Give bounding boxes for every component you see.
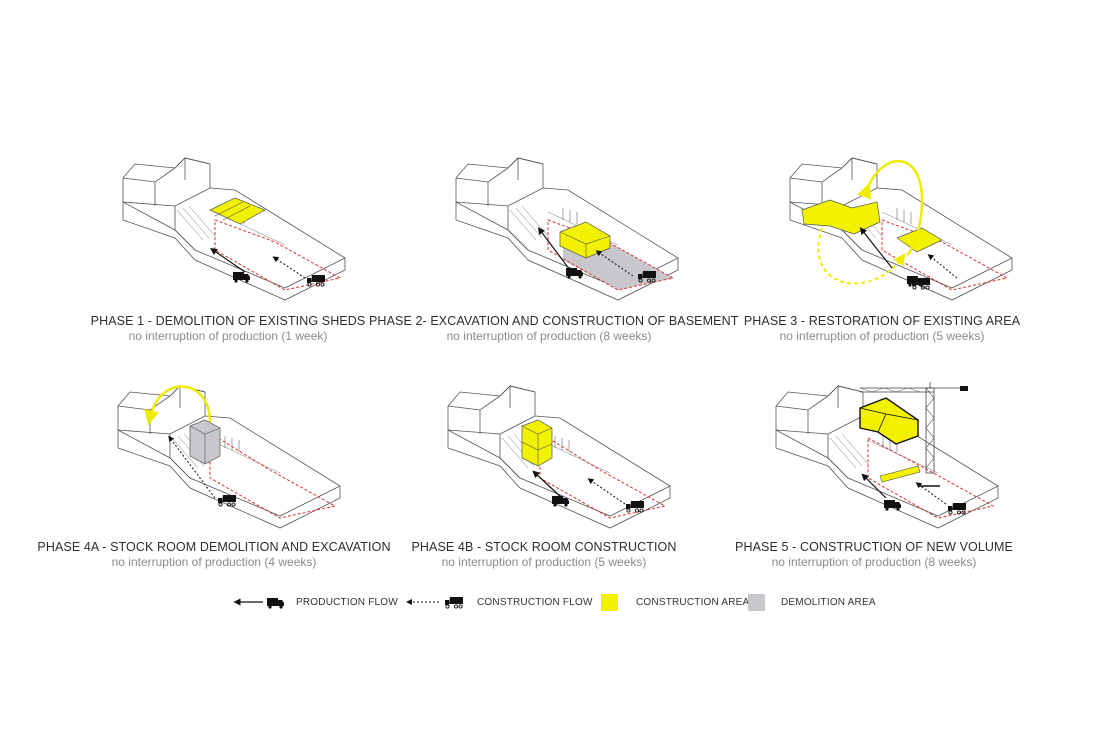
phase-4a-drawing (117, 385, 341, 529)
construction-area (521, 419, 553, 467)
construction-area (801, 199, 881, 235)
phase-1-caption: PHASE 1 - DEMOLITION OF EXISTING SHEDS n… (48, 314, 408, 343)
material-flow-arrow (144, 385, 212, 426)
material-flow-arrow (817, 227, 906, 285)
phase-3-caption: PHASE 3 - RESTORATION OF EXISTING AREA n… (702, 314, 1062, 343)
production-flow-icon (233, 598, 284, 609)
site-boundary (867, 437, 995, 519)
construction-area (859, 397, 919, 445)
phase-5-caption: PHASE 5 - CONSTRUCTION OF NEW VOLUME no … (694, 540, 1054, 569)
phase-title: PHASE 3 - RESTORATION OF EXISTING AREA (743, 314, 1021, 328)
phase-5-diagram (768, 378, 1008, 529)
production-flow-arrow (532, 470, 563, 499)
phase-title: PHASE 4B - STOCK ROOM CONSTRUCTION (411, 540, 677, 554)
legend-label: PRODUCTION FLOW (296, 596, 398, 608)
site-boundary (881, 219, 1009, 291)
legend: PRODUCTION FLOW CONSTRUCTION FLOW CONSTR… (0, 590, 1100, 614)
construction-area (896, 227, 943, 253)
legend-construction-area: CONSTRUCTION AREA (601, 590, 749, 614)
phase-2-caption: PHASE 2- EXCAVATION AND CONSTRUCTION OF … (369, 314, 739, 343)
phase-subtitle: no interruption of production (1 week) (128, 329, 328, 343)
phase-3-diagram (782, 150, 1022, 301)
site-boundary (214, 219, 342, 291)
legend-label: CONSTRUCTION AREA (636, 596, 750, 608)
construction-flow-arrow (927, 254, 958, 279)
construction-area (209, 197, 266, 225)
demolition-area-swatch (748, 593, 765, 611)
phase-subtitle: no interruption of production (5 weeks) (441, 555, 647, 569)
phase-4a-diagram (110, 378, 350, 529)
phase-title: PHASE 2- EXCAVATION AND CONSTRUCTION OF … (369, 314, 739, 328)
construction-flow-arrow (915, 482, 947, 505)
phase-1-drawing (122, 157, 346, 301)
construction-area-swatch (601, 593, 618, 611)
production-flow-arrow (210, 247, 246, 273)
site-model (117, 385, 341, 529)
legend-construction-flow: CONSTRUCTION FLOW (405, 590, 593, 614)
legend-label: DEMOLITION AREA (781, 596, 876, 608)
phase-subtitle: no interruption of production (8 weeks) (446, 329, 652, 343)
construction-flow-arrow (587, 478, 626, 505)
production-flow-arrow (859, 227, 893, 269)
construction-flow-icon (406, 596, 464, 609)
legend-label: CONSTRUCTION FLOW (477, 596, 593, 608)
production-flow-arrow (861, 473, 887, 499)
construction-area (559, 221, 611, 259)
production-flow-arrow (537, 227, 571, 271)
phase-4b-diagram (440, 378, 680, 529)
legend-production-flow: PRODUCTION FLOW (233, 590, 398, 614)
site-boundary (547, 219, 675, 291)
site-model (789, 157, 1013, 301)
phase-title: PHASE 5 - CONSTRUCTION OF NEW VOLUME (735, 540, 1013, 554)
phase-3-drawing (789, 157, 1013, 301)
material-flow-arrow (857, 160, 924, 256)
construction-flow-arrow (595, 250, 634, 277)
phase-subtitle: no interruption of production (5 weeks) (779, 329, 985, 343)
phase-title: PHASE 4A - STOCK ROOM DEMOLITION AND EXC… (37, 540, 391, 554)
phase-1-diagram (115, 150, 355, 301)
construction-area (879, 465, 921, 483)
phase-subtitle: no interruption of production (4 weeks) (111, 555, 317, 569)
site-boundary (209, 432, 337, 519)
phase-2-drawing (455, 157, 679, 301)
phase-4b-caption: PHASE 4B - STOCK ROOM CONSTRUCTION no in… (364, 540, 724, 569)
phase-2-diagram (448, 150, 688, 301)
phase-5-drawing (775, 382, 999, 529)
phase-subtitle: no interruption of production (8 weeks) (771, 555, 977, 569)
phase-title: PHASE 1 - DEMOLITION OF EXISTING SHEDS (90, 314, 366, 328)
phase-4b-drawing (447, 385, 671, 529)
phase-4a-caption: PHASE 4A - STOCK ROOM DEMOLITION AND EXC… (34, 540, 394, 569)
legend-demolition-area: DEMOLITION AREA (748, 590, 876, 614)
construction-flow-arrow (168, 435, 216, 499)
construction-flow-arrow (272, 256, 306, 279)
